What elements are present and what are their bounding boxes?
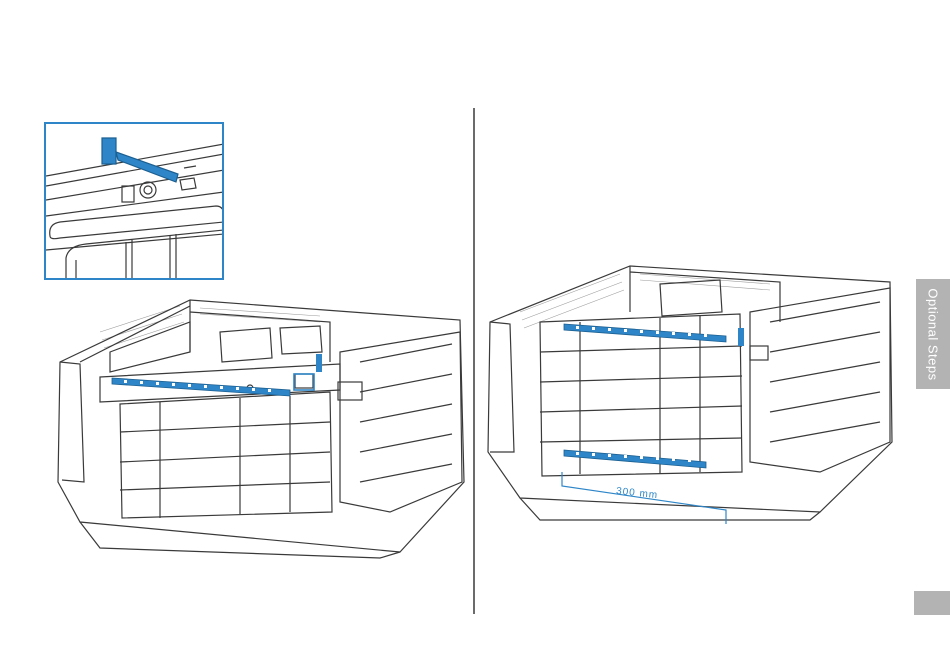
section-tab-label: Optional Steps [926,288,941,380]
front-usb-strip-top [564,324,726,342]
pc-case-illustration-right [480,262,900,532]
column-divider [473,108,475,614]
pc-case-illustration-left [40,292,470,560]
page-number-tab [914,591,950,615]
section-tab: Optional Steps [916,279,950,389]
usb-connector-detail-illustration [46,124,224,280]
usb-cable-icon [102,138,178,182]
front-usb-strip-bottom [564,450,706,468]
front-usb-strip-left [112,378,290,396]
detail-inset [44,122,224,280]
